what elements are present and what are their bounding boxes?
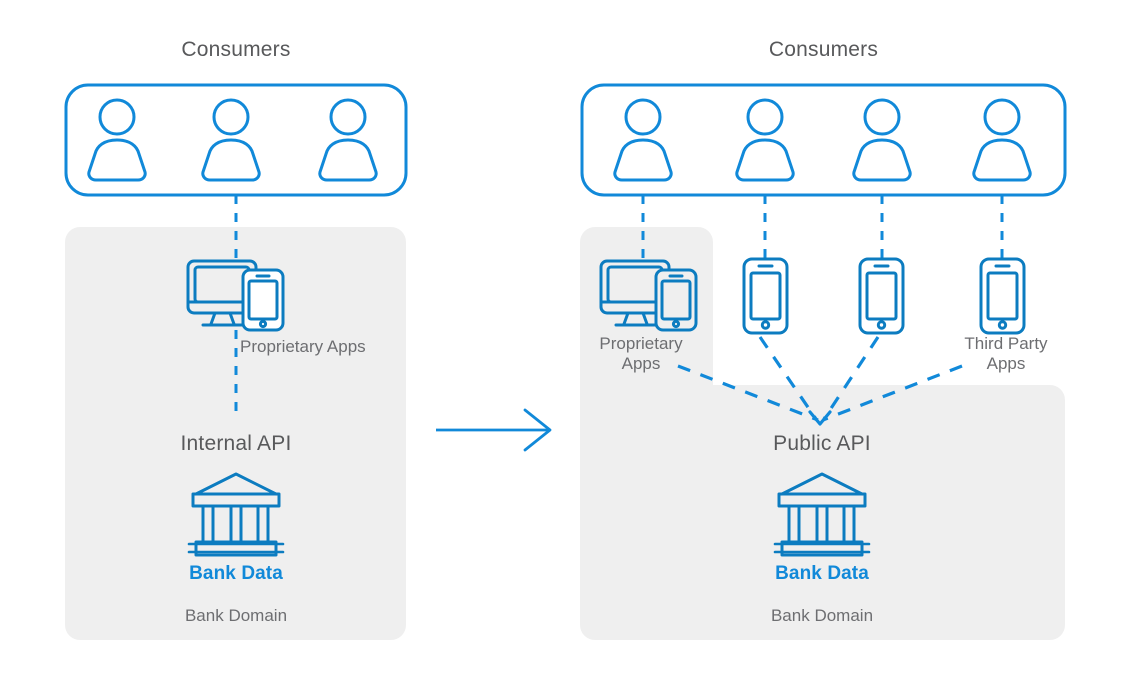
- person-icon: [318, 98, 378, 182]
- desktop-phone-icon: [186, 259, 285, 332]
- left-bank-data-label: Bank Data: [189, 563, 283, 584]
- left-consumers-heading: Consumers: [181, 38, 291, 61]
- right-bank-domain-panel: [580, 227, 1065, 640]
- desktop-phone-icon: [599, 259, 698, 332]
- phone-icon: [858, 257, 905, 335]
- phone-icon: [979, 257, 1026, 335]
- left-proprietary-apps-label: Proprietary Apps: [240, 337, 366, 356]
- right-consumers-heading: Consumers: [768, 38, 879, 61]
- bank-building-icon: [773, 472, 871, 557]
- converge-line-phone-1: [758, 336, 818, 420]
- person-icon: [972, 98, 1032, 182]
- transition-arrow: [436, 408, 552, 452]
- person-icon: [87, 98, 147, 182]
- phone-icon: [742, 257, 789, 335]
- person-icon: [735, 98, 795, 182]
- left-bank-domain-panel: [65, 227, 406, 640]
- person-icon: [613, 98, 673, 182]
- converge-line-phone-2: [822, 336, 880, 420]
- person-icon: [201, 98, 261, 182]
- right-api-title: Public API: [773, 432, 871, 455]
- right-bank-data-label: Bank Data: [775, 563, 869, 584]
- right-bank-domain-label: Bank Domain: [770, 606, 874, 625]
- right-consumer-box: [580, 83, 1067, 197]
- right-third-party-apps-label: Third Party Apps: [964, 334, 1048, 374]
- converge-arrowhead: [808, 410, 832, 426]
- left-consumer-box: [64, 83, 408, 197]
- converge-line-proprietary: [677, 364, 819, 422]
- left-bank-domain-label: Bank Domain: [184, 606, 288, 625]
- left-api-title: Internal API: [180, 432, 292, 455]
- right-proprietary-apps-label: Proprietary Apps: [599, 334, 683, 374]
- person-icon: [852, 98, 912, 182]
- transition-arrow-head: [523, 408, 552, 452]
- bank-building-icon: [187, 472, 285, 557]
- converge-line-third-party: [822, 364, 963, 422]
